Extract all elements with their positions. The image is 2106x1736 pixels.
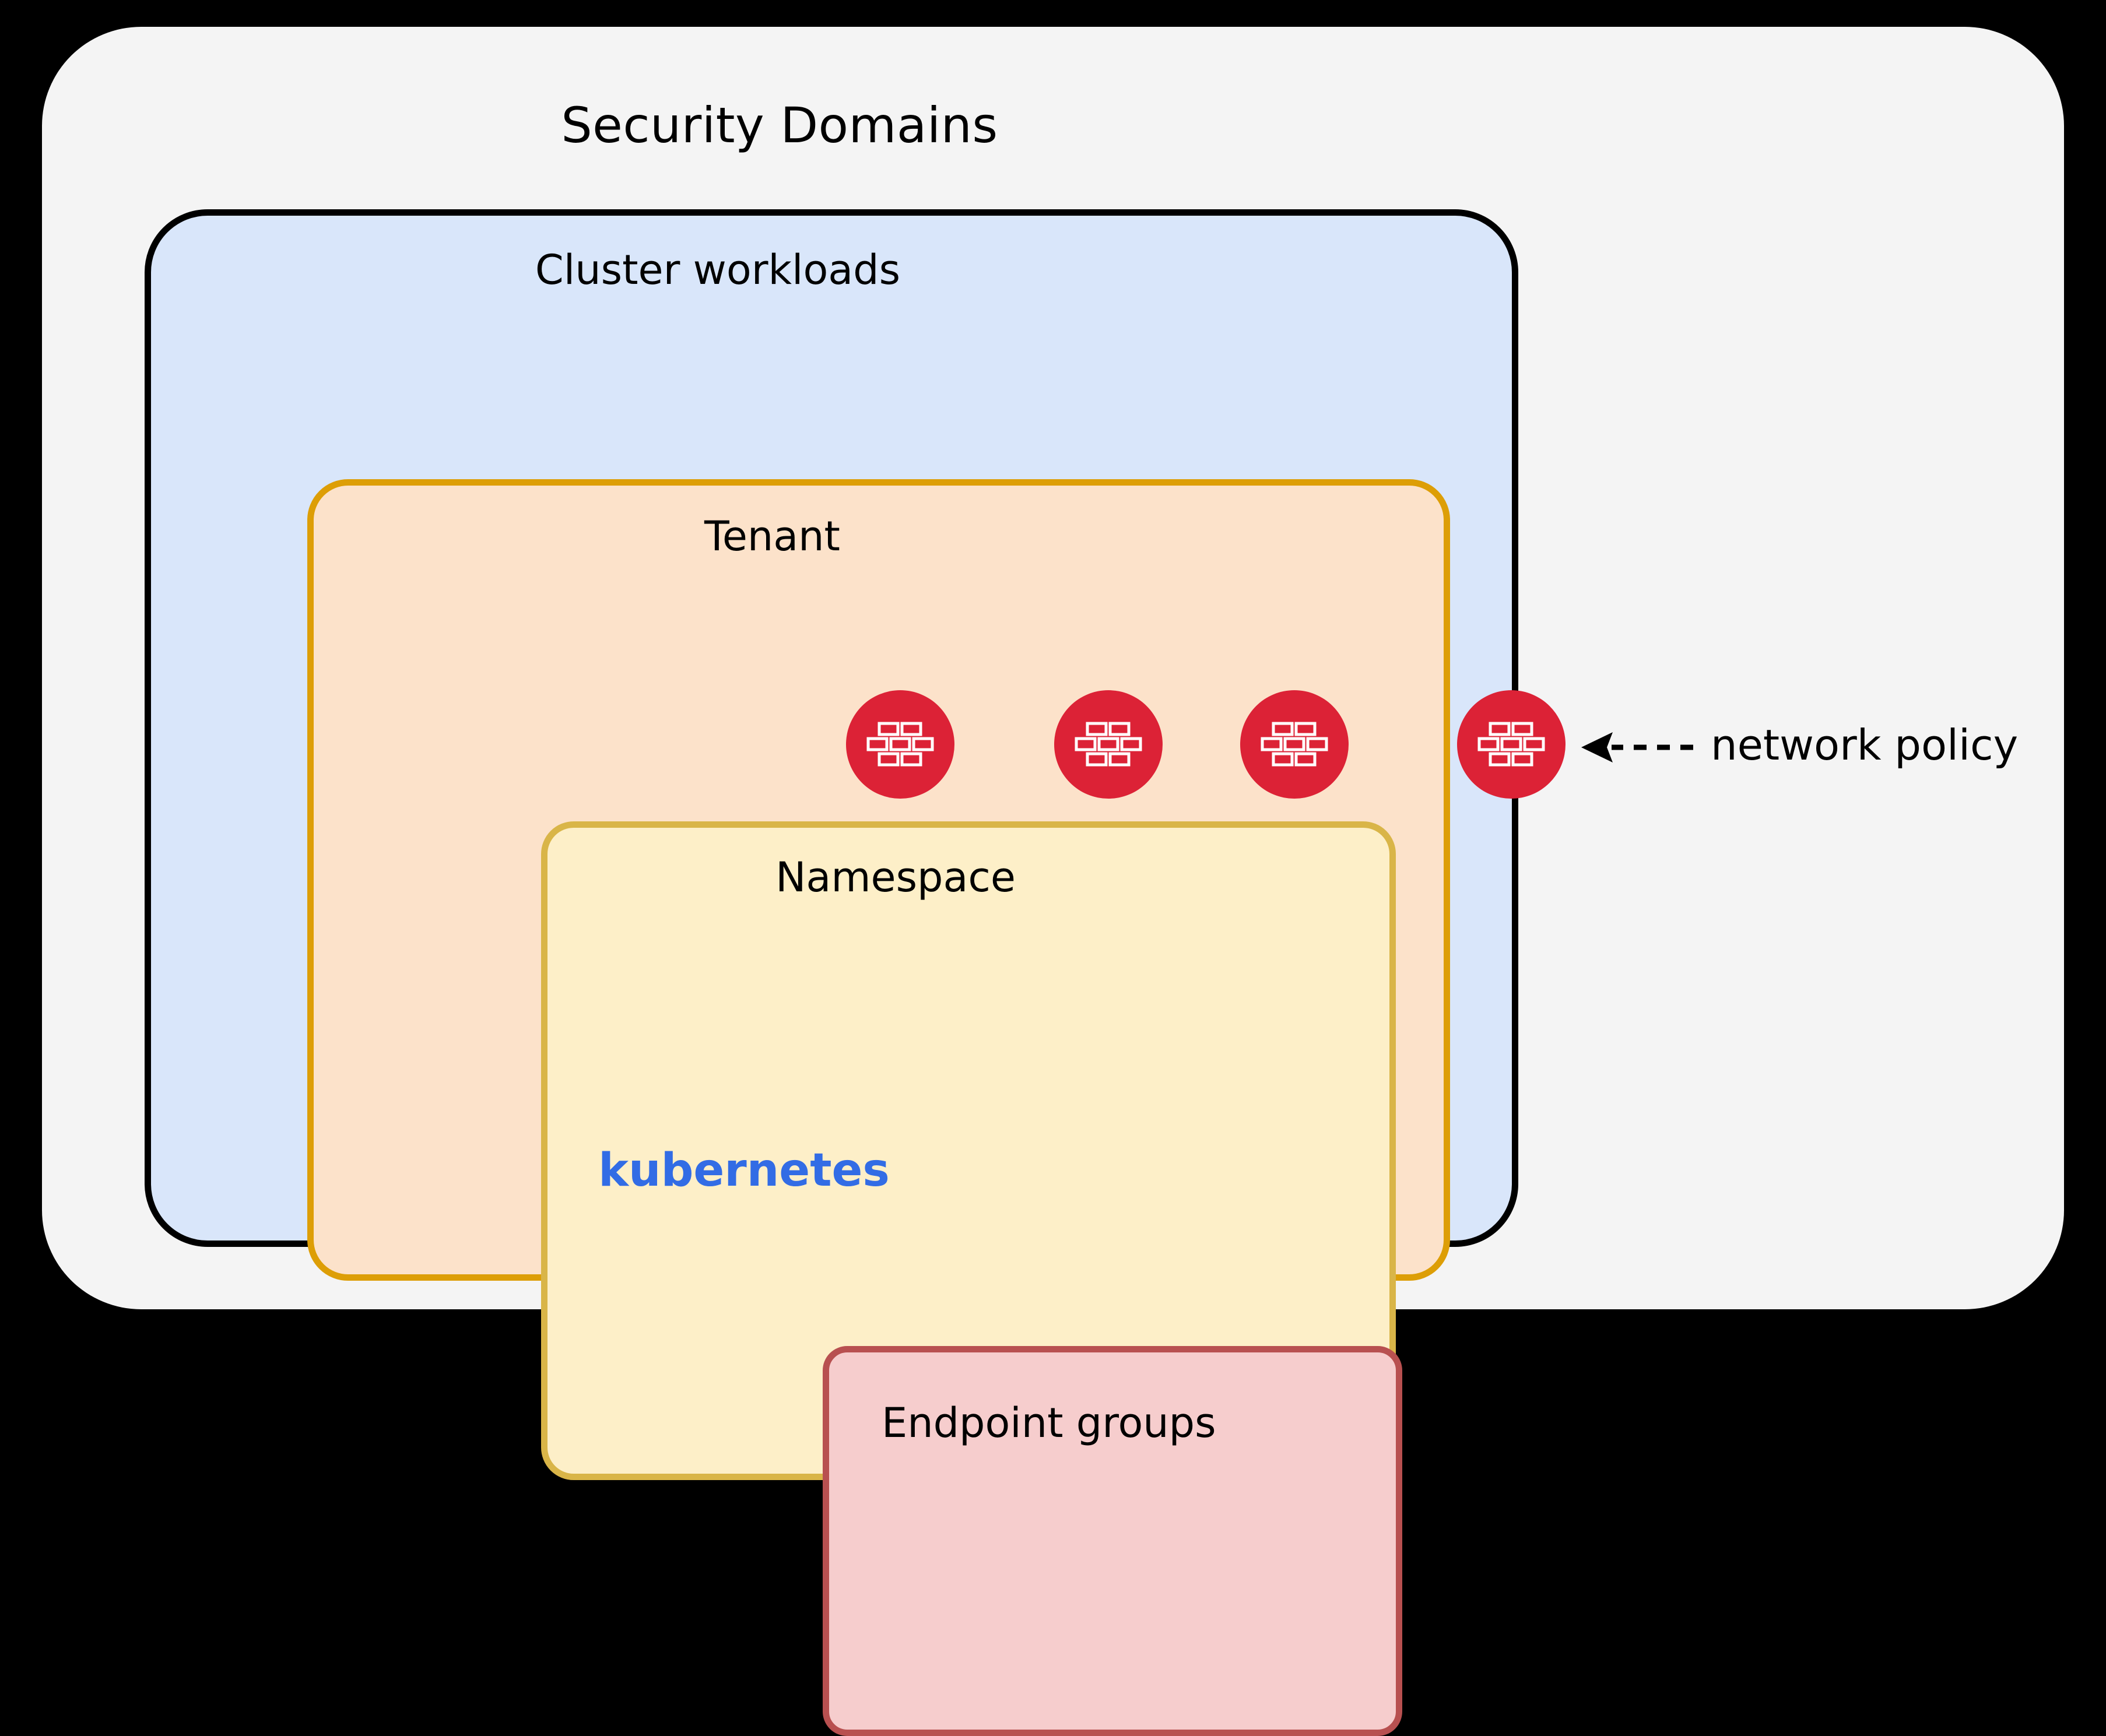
box-label-tenant: Tenant	[704, 512, 840, 560]
firewall-brick-icon	[1477, 722, 1545, 767]
kubernetes-wordmark: kubernetes	[598, 1144, 890, 1197]
firewall-badge-endpoint[interactable]	[846, 690, 954, 799]
annotation-label-network-policy: network policy	[1711, 721, 2019, 769]
box-endpoint-groups: Endpoint groups	[823, 1346, 1402, 1736]
firewall-badge-cluster[interactable]	[1457, 690, 1566, 799]
box-label-cluster-workloads: Cluster workloads	[535, 246, 901, 294]
box-label-endpoint-groups: Endpoint groups	[882, 1399, 1216, 1447]
firewall-brick-icon	[866, 722, 934, 767]
firewall-brick-icon	[1075, 722, 1142, 767]
firewall-badge-tenant[interactable]	[1240, 690, 1349, 799]
dashed-arrow-left-icon	[1581, 732, 1693, 762]
outer-panel: Security Domains Cluster workloads Tenan…	[42, 27, 2064, 1736]
firewall-brick-icon	[1261, 722, 1328, 767]
page-title: Security Domains	[561, 97, 998, 154]
firewall-badge-namespace[interactable]	[1054, 690, 1163, 799]
box-label-namespace: Namespace	[775, 853, 1016, 901]
diagram-canvas: Security Domains Cluster workloads Tenan…	[42, 27, 2064, 1736]
